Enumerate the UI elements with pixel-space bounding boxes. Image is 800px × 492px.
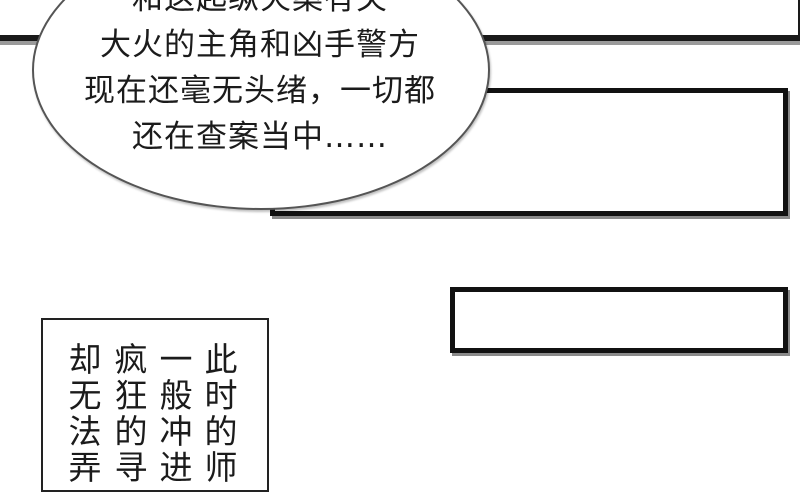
speech-line-4: 还在查案当中……: [132, 119, 388, 155]
caption-column-4: 却无法弄: [68, 340, 102, 487]
comic-panel-small: [450, 287, 788, 353]
caption-column-1: 此时的师: [204, 340, 238, 487]
speech-line-2: 大火的主角和凶手警方: [100, 27, 420, 63]
speech-line-1: 和这起纵火案有关: [40, 0, 480, 22]
speech-line-3: 现在还毫无头绪，一切都: [84, 73, 436, 109]
narration-caption-box: 此时的师 一般冲进 疯狂的寻 却无法弄: [41, 318, 269, 492]
caption-column-3: 疯狂的寻: [114, 340, 148, 487]
caption-column-2: 一般冲进: [159, 340, 193, 487]
speech-bubble-text: 和这起纵火案有关 大火的主角和凶手警方 现在还毫无头绪，一切都 还在查案当中……: [40, 0, 480, 160]
